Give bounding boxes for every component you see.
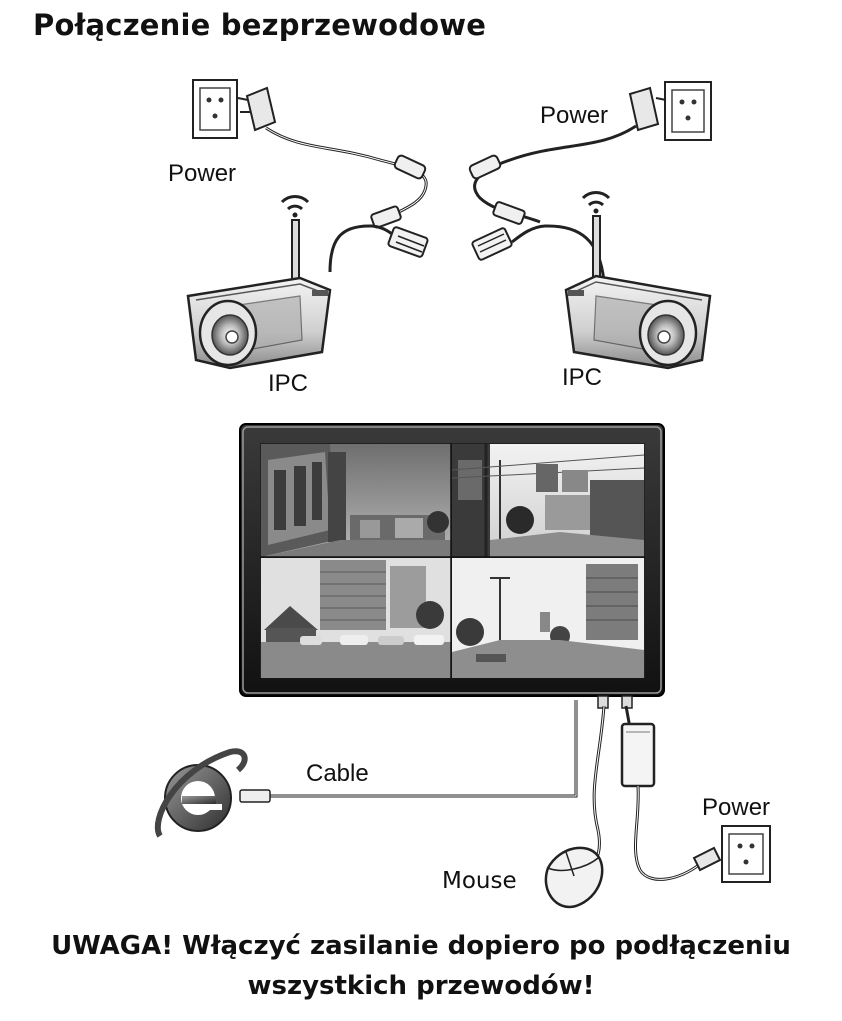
power-outlet-left-icon <box>192 79 238 139</box>
cable-label: Cable <box>306 760 369 787</box>
ipc-label-right: IPC <box>562 364 603 391</box>
ipc-label-left: IPC <box>268 370 309 397</box>
camera-view-3 <box>261 558 451 678</box>
dc-connector-right-icon <box>468 154 526 225</box>
warning-note: UWAGA! Włączyć zasilanie dopiero po podł… <box>0 926 842 1006</box>
power-outlet-bottom-icon <box>721 825 771 883</box>
wifi-signal-right-icon <box>581 191 611 214</box>
ip-camera-right-icon <box>564 191 712 370</box>
ip-camera-left-icon <box>186 195 332 370</box>
mouse-icon <box>544 846 604 909</box>
camera-view-4 <box>452 558 644 678</box>
power-label-bottom: Power <box>702 794 771 821</box>
rj45-connector-right-icon <box>471 227 513 261</box>
power-adapter-right-icon <box>628 86 667 132</box>
power-label-right: Power <box>540 102 609 129</box>
mouse-label: Mouse <box>442 868 517 894</box>
power-label-left: Power <box>168 160 237 187</box>
internet-browser-icon <box>154 748 248 838</box>
rj45-connector-left-icon <box>387 226 429 258</box>
power-adapter-left-icon <box>237 86 277 132</box>
warning-line-2: wszystkich przewodów! <box>247 971 595 1001</box>
wifi-signal-left-icon <box>280 195 310 218</box>
camera-view-2 <box>451 444 645 557</box>
page-title: Połączenie bezprzewodowe <box>33 8 487 42</box>
nvr-monitor <box>239 423 665 709</box>
rj45-plug-icon <box>239 789 271 803</box>
dc-connector-left-icon <box>370 154 427 229</box>
camera-view-1 <box>261 444 451 557</box>
power-plug-icon <box>692 846 722 872</box>
power-outlet-right-icon <box>664 81 712 141</box>
warning-line-1: UWAGA! Włączyć zasilanie dopiero po podł… <box>51 931 791 961</box>
power-supply-brick-icon <box>620 722 656 788</box>
